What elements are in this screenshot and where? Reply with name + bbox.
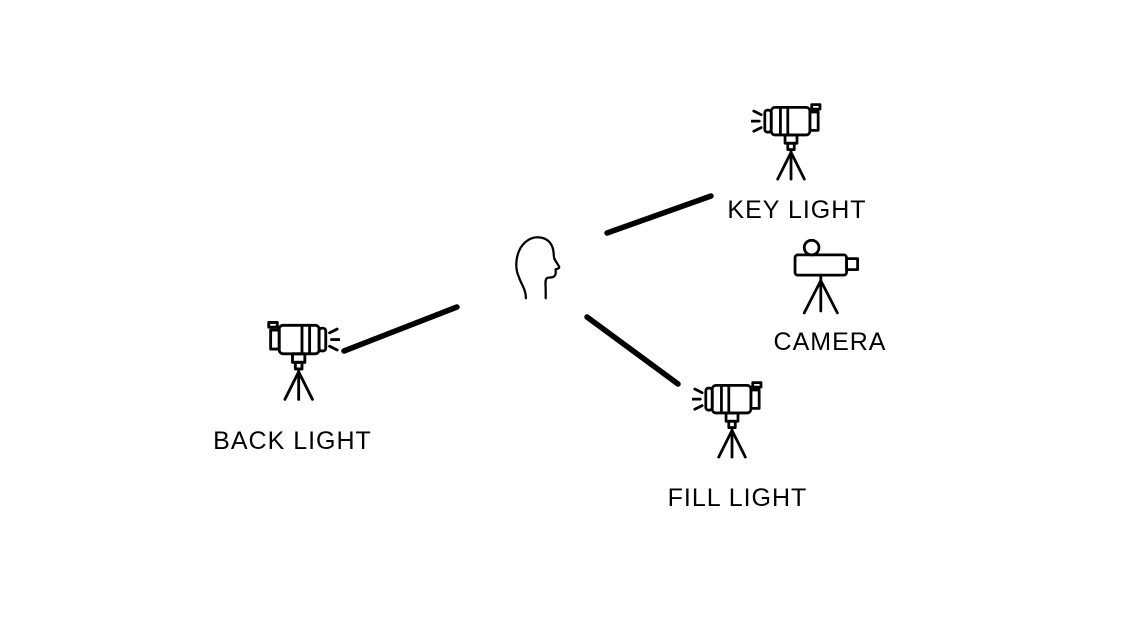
camera-node: CAMERA [755, 234, 905, 357]
key-light-label: KEY LIGHT [727, 196, 867, 224]
studio-light-icon [751, 103, 822, 181]
video-camera-icon [793, 238, 859, 315]
connector-subject-filllight [584, 314, 681, 387]
connector-subject-backlight [341, 304, 460, 354]
fill-light-label: FILL LIGHT [667, 484, 808, 512]
camera-label: CAMERA [773, 328, 887, 356]
key-light-node: KEY LIGHT [722, 96, 872, 225]
connector-subject-keylight [604, 193, 714, 236]
studio-light-icon [691, 381, 762, 459]
fill-light-node: FILL LIGHT [655, 372, 820, 513]
subject-node [505, 228, 563, 300]
back-light-label: BACK LIGHT [213, 427, 372, 455]
back-light-node: BACK LIGHT [210, 313, 375, 456]
person-head-icon [515, 236, 561, 300]
studio-light-icon [267, 320, 340, 401]
